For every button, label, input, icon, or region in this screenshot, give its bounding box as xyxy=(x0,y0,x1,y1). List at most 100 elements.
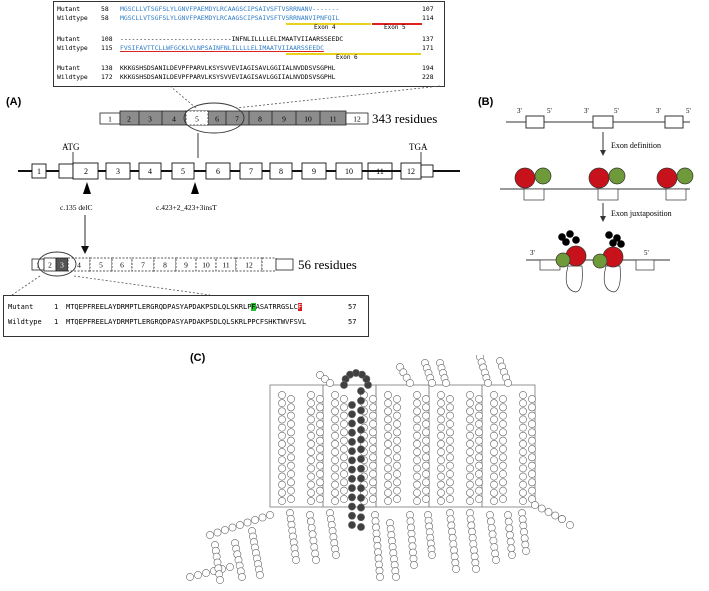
exon4-label: Exon 4 xyxy=(314,24,336,31)
align-row-seq: KKKGSHSDSANILDEVPFPARVLKSYSVVEVIAGISAVLG… xyxy=(120,64,336,72)
bottom-exon-num: 1 xyxy=(36,261,40,270)
gene-exon-num: 4 xyxy=(148,167,152,176)
align-row-seq: KKKGSHSDSANILDEVPFPARVLKSYSVVEVIAGISAVLG… xyxy=(120,73,336,81)
top-exon-num: 5 xyxy=(195,115,199,124)
bottom-exon-num: 12 xyxy=(245,261,253,270)
bottom-exon-num: 9 xyxy=(184,261,188,270)
mutant-seq-a: MTQEPFREELAYDRMPTLERGRQDPASYAPDAKPSDLQLS… xyxy=(66,303,252,311)
exon4-underline xyxy=(286,23,371,25)
align-row-name: Wildtype xyxy=(57,14,88,22)
exon-definition-label: Exon definition xyxy=(611,141,661,150)
align-row-end: 228 xyxy=(422,73,434,81)
bottom-exon-num: 3 xyxy=(60,261,64,270)
align-row-name: Mutant xyxy=(57,5,81,13)
gene-exon-num: 3 xyxy=(116,167,120,176)
bottom-exon-num: 4 xyxy=(77,261,81,270)
align-row-end: 171 xyxy=(422,44,434,52)
bottom-alignment-box: Mutant 1 MTQEPFREELAYDRMPTLERGRQDPASYAPD… xyxy=(3,295,369,337)
bottom-exon-num: 10 xyxy=(202,261,210,270)
top-exon-num: 6 xyxy=(215,115,219,124)
bottom-exon-num: 6 xyxy=(120,261,124,270)
top-alignment-box: Mutant 58 MGSCLLVTSGFSLYLGNVFPAEMDYLRCAA… xyxy=(53,1,445,87)
top-exon-num: 7 xyxy=(235,115,239,124)
align-row-seq: MGSCLLVTSGFSLYLGNVFPAEMDYLRCAAGSCIPSAIVS… xyxy=(120,5,340,13)
align-row-end: 194 xyxy=(422,64,434,72)
align-row-start: 58 xyxy=(101,14,109,22)
align-row-start: 108 xyxy=(101,35,113,43)
align-row-end: 57 xyxy=(348,303,357,311)
top-exon-num: 3 xyxy=(148,115,152,124)
gene-exon-num: 11 xyxy=(376,167,384,176)
gene-exon-num: 5 xyxy=(181,167,185,176)
mutant-highlight-1: F xyxy=(251,303,256,311)
mutation-arrow-1 xyxy=(83,182,91,194)
mutation-label-2: c.423+2_423+3insT xyxy=(156,203,217,212)
top-exon-num: 9 xyxy=(282,115,286,124)
align-row-start: 115 xyxy=(101,44,113,52)
align-row-seq: MGSCLLVTSGFSLYLGNVFPAEMDYLRCAAGSCIPSAIVS… xyxy=(120,14,340,22)
exon5-underline xyxy=(372,23,422,25)
mutant-seq-line: MTQEPFREELAYDRMPTLERGRQDPASYAPDAKPSDLQLS… xyxy=(66,303,303,311)
bottom-exon-num: 11 xyxy=(222,261,229,270)
align-row-start: 1 xyxy=(54,303,59,311)
align-row-start: 138 xyxy=(101,64,113,72)
bottom-exon-num: 8 xyxy=(163,261,167,270)
align-row-start: 1 xyxy=(54,318,59,326)
juxt-5-label: 5' xyxy=(644,249,649,257)
bottom-exon-num: 7 xyxy=(141,261,145,270)
panel-c-topology xyxy=(186,355,574,584)
gene-exon-num: 7 xyxy=(249,167,253,176)
panel-c-label: (C) xyxy=(190,352,206,364)
align-row-name: Mutant xyxy=(8,303,34,311)
exon6-underline xyxy=(286,53,421,55)
align-row-end: 137 xyxy=(422,35,434,43)
end-label: 3' xyxy=(584,107,589,115)
top-exon-num: 8 xyxy=(258,115,262,124)
atg-label: ATG xyxy=(62,142,80,152)
align-row-name: Wildtype xyxy=(57,73,88,81)
gene-exon-num: 2 xyxy=(84,167,88,176)
panel-a-label: (A) xyxy=(6,96,22,108)
top-protein-bar xyxy=(99,102,369,134)
gene-exon-num: 9 xyxy=(312,167,316,176)
panel-b-label: (B) xyxy=(478,96,494,108)
top-exon-num: 11 xyxy=(329,115,336,124)
align-row-name: Wildtype xyxy=(57,44,88,52)
mutant-seq-b: ASATRRGSLC xyxy=(255,303,298,311)
mutant-highlight-2: F xyxy=(297,303,303,311)
top-exon-num: 4 xyxy=(172,115,176,124)
gene-exon-num: 12 xyxy=(407,167,415,176)
top-exon-num: 10 xyxy=(304,115,312,124)
bottom-exon-num: 2 xyxy=(48,261,52,270)
top-residues-label: 343 residues xyxy=(372,111,437,126)
align-row-seq: -----------------------------INFNLILLLLE… xyxy=(120,35,344,43)
align-row-end: 114 xyxy=(422,14,434,22)
end-label: 3' xyxy=(656,107,661,115)
align-row-name: Mutant xyxy=(57,35,81,43)
align-row-seq: FVSIFAVTTCLLWFGCKLVLNPSAINFNLILLLLELIMAA… xyxy=(120,44,324,52)
align-row-start: 58 xyxy=(101,5,109,13)
align-row-name: Mutant xyxy=(57,64,81,72)
end-label: 5' xyxy=(547,107,552,115)
exon-juxtaposition-label: Exon juxtaposition xyxy=(611,209,672,218)
align-row-start: 172 xyxy=(101,73,113,81)
bottom-residues-label: 56 residues xyxy=(298,257,357,272)
align-row-end: 107 xyxy=(422,5,434,13)
juxt-3-label: 3' xyxy=(530,249,535,257)
top-exon-num: 12 xyxy=(353,115,361,124)
end-label: 3' xyxy=(517,107,522,115)
wildtype-seq: MTQEPFREELAYDRMPTLERGRQDPASYAPDAKPSDLQLS… xyxy=(66,318,307,326)
gene-exon-num: 8 xyxy=(279,167,283,176)
exon6-label: Exon 6 xyxy=(336,54,358,61)
bottom-protein-bar xyxy=(31,251,294,277)
gene-exon-num: 1 xyxy=(37,167,41,176)
exon5-label: Exon 5 xyxy=(384,24,406,31)
align-row-name: Wildtype xyxy=(8,318,42,326)
panel-b-diagram: 3' 5' 3' 5' 3' 5' Exon definition Exon j… xyxy=(500,107,694,293)
end-label: 5' xyxy=(614,107,619,115)
top-exon-num: 2 xyxy=(127,115,131,124)
mutation-label-1: c.135 delC xyxy=(60,203,93,212)
gene-exon-num: 10 xyxy=(345,167,353,176)
bottom-exon-num: 5 xyxy=(99,261,103,270)
end-label: 5' xyxy=(686,107,691,115)
